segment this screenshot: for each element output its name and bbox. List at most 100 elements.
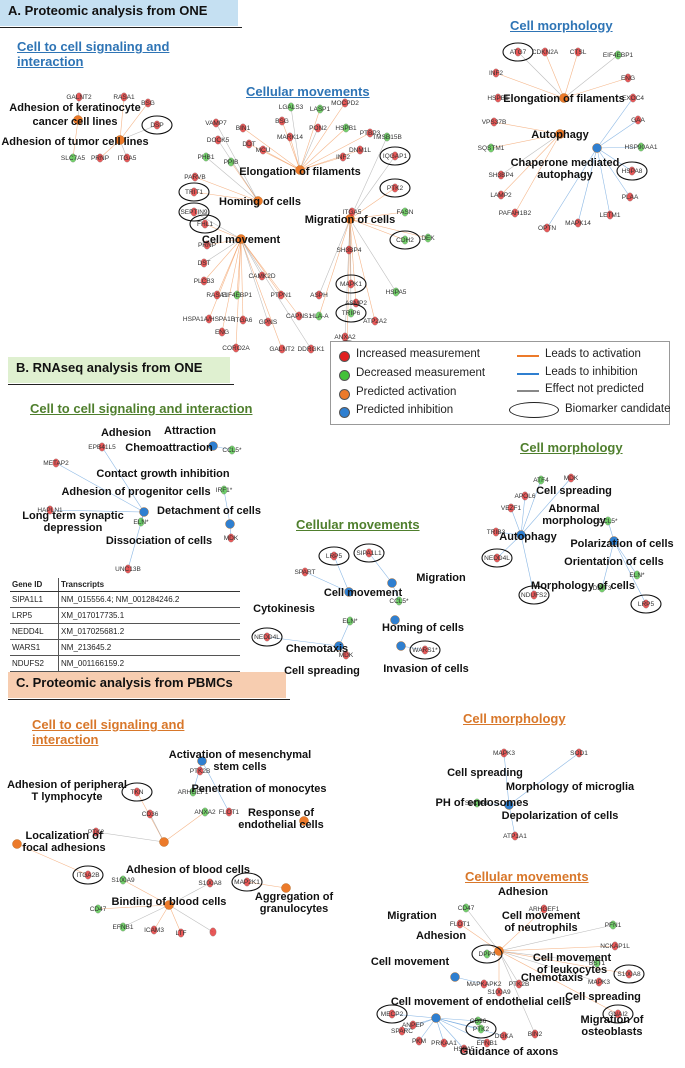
network-edge	[435, 1017, 488, 1044]
increased-molecule-node	[243, 877, 251, 887]
increased-molecule-node	[263, 632, 271, 642]
network-edge	[203, 238, 242, 264]
network-edge	[299, 108, 321, 171]
molecule-label: PHB1	[198, 154, 215, 161]
network-edge	[596, 147, 633, 172]
increased-molecule-node	[278, 344, 286, 354]
molecule-label: S100A8	[198, 880, 222, 887]
molecule-label: MCU	[256, 147, 271, 154]
predicted-inhibition-node	[504, 800, 514, 810]
molecule-label: METAP2	[43, 460, 69, 467]
network-edge	[596, 146, 642, 149]
increased-molecule-node	[213, 290, 221, 300]
increased-molecule-node	[511, 208, 519, 218]
decreased-molecule-node	[633, 570, 641, 580]
network-edge	[242, 127, 301, 171]
increased-molecule-node	[123, 153, 131, 163]
network-edge	[206, 238, 242, 246]
molecule-label: DNM1L	[349, 147, 371, 154]
molecule-label: NDUFS2	[521, 592, 547, 599]
network-edge	[476, 802, 510, 806]
decreased-molecule-node	[637, 142, 645, 152]
network-edge	[215, 122, 259, 202]
network-edge	[349, 218, 429, 239]
increased-molecule-node	[347, 279, 355, 289]
function-label: Migration	[387, 910, 437, 922]
predicted-inhibition-node	[344, 587, 354, 597]
network-edge	[563, 77, 629, 99]
increased-molecule-node	[96, 153, 104, 163]
increased-molecule-node	[277, 290, 285, 300]
decreased-molecule-node	[137, 517, 145, 527]
subtitle-c-movement: Cellular movements	[465, 869, 589, 884]
table-cell-transcript: NM_001166159.2	[58, 655, 240, 672]
predicted-activation-node	[299, 816, 309, 826]
network-edge	[192, 760, 203, 793]
legend-leads-inhibition: Leads to inhibition	[545, 366, 638, 378]
molecule-label: BIN2	[528, 1031, 543, 1038]
molecule-label: PARVB	[184, 174, 205, 181]
increased-molecule-node	[92, 827, 100, 837]
molecule-label: NEDD4L	[254, 634, 280, 641]
decreased-molecule-node	[346, 616, 354, 626]
molecule-label: EXOC4	[622, 95, 644, 102]
molecule-label: PKM	[412, 1038, 426, 1045]
function-label: Adhesion	[101, 427, 151, 439]
molecule-label: SH3BP4	[337, 247, 362, 254]
increased-molecule-node	[200, 258, 208, 268]
predicted-inhibition-node	[387, 578, 397, 588]
predicted-inhibition-node	[334, 641, 344, 651]
decreased-molecule-node	[94, 904, 102, 914]
molecule-label: INF2	[489, 70, 503, 77]
network-edge	[119, 96, 125, 141]
increased-molecule-node	[190, 207, 198, 217]
network-edge	[122, 904, 170, 928]
network-edge	[289, 136, 301, 171]
subtitle-b-movement: Cellular movements	[296, 517, 420, 532]
network-edge	[304, 571, 350, 593]
network-edge	[240, 238, 283, 350]
molecule-label: IQGAP1	[383, 153, 408, 160]
panel-a-header: A. Proteomic analysis from ONE	[0, 0, 238, 26]
increased-molecule-node	[483, 1038, 491, 1048]
network-edge	[349, 211, 406, 220]
function-label: Elongation of filaments	[503, 93, 625, 105]
network-edge	[514, 133, 561, 214]
function-label: Homing of cells	[382, 622, 464, 634]
network-edge	[520, 479, 542, 536]
molecule-label: DST	[198, 260, 211, 267]
increased-molecule-node	[521, 491, 529, 501]
molecule-label: SLC9A9	[465, 800, 490, 807]
molecule-label: PTK2	[473, 1026, 490, 1033]
function-label: Adhesion	[416, 930, 466, 942]
function-label: endothelial cells	[238, 819, 324, 831]
network-edge	[454, 976, 485, 985]
molecule-label: TRIP6	[342, 310, 361, 317]
legend-not-predicted-line	[517, 390, 539, 392]
network-edge	[205, 156, 259, 202]
network-edge	[49, 509, 145, 513]
molecule-label: PRNP	[198, 242, 216, 249]
subtitle-a-morph: Cell morphology	[510, 18, 613, 33]
network-edge	[498, 950, 600, 983]
decreased-molecule-node	[537, 475, 545, 485]
increased-molecule-node	[625, 969, 633, 979]
function-label: Localization of	[26, 830, 103, 842]
network-edge	[208, 238, 242, 320]
molecule-label: GALNT2	[269, 346, 295, 353]
network-edge	[349, 136, 388, 220]
subtitle-a-signaling: Cell to cell signaling and interaction	[17, 39, 170, 69]
legend-biomarker-label: Biomarker candidate	[565, 403, 671, 415]
increased-molecule-node	[515, 979, 523, 989]
network-edge	[435, 1017, 465, 1050]
molecule-label: CCL5*	[389, 598, 409, 605]
molecule-label: SPART	[294, 569, 315, 576]
network-edge	[149, 813, 165, 843]
